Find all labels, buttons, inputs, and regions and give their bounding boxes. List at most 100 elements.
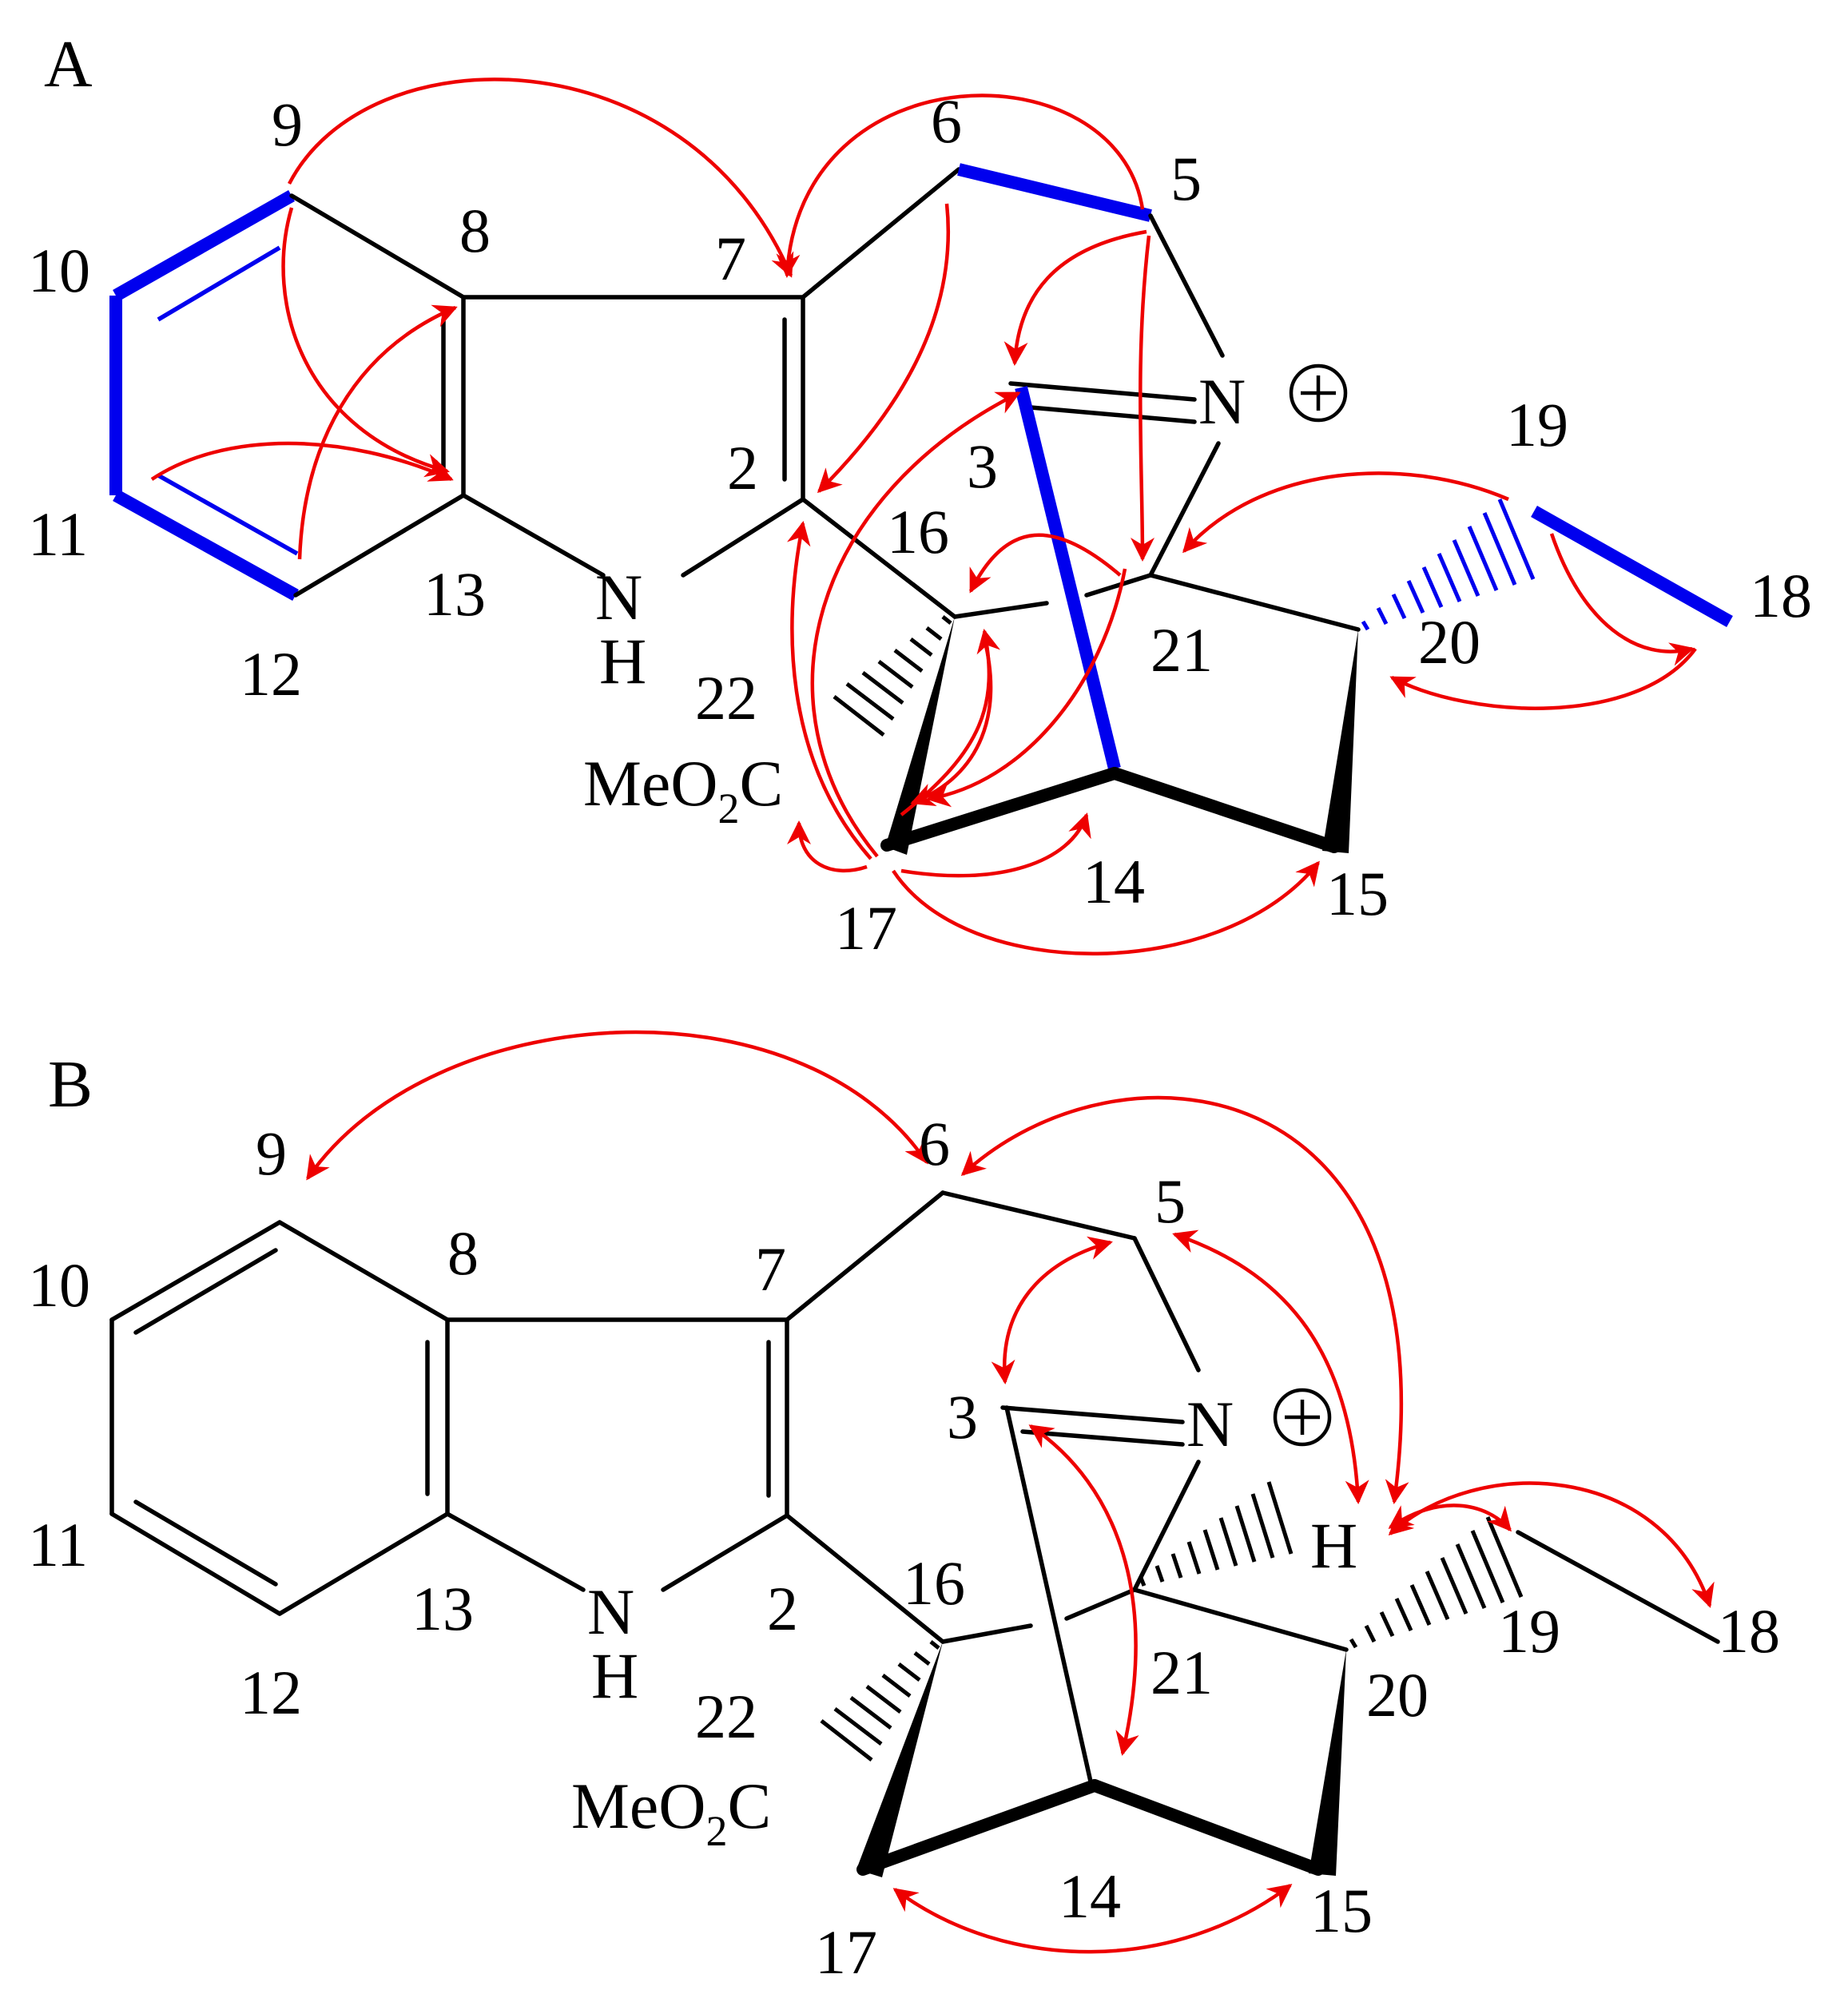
bond-16-21a [952,601,1049,619]
bond-b-3-n [1000,1405,1185,1424]
bond-b-7-6 [785,1190,945,1322]
bond-b-14-15 [1088,1779,1325,1876]
atom-number-b-2: 2 [767,1574,798,1643]
bond-3-14 [1015,386,1121,770]
wedge-16-17 [885,617,955,855]
plus-charge-a [1289,363,1348,423]
bond-6-5 [957,163,1152,222]
noesy-arrows-b [306,1030,1715,1954]
bond-b-11-12-inner [133,1499,278,1587]
atom-number-11: 11 [28,499,88,569]
atom-number-b-5: 5 [1155,1166,1186,1236]
hmbc-arrows-a [150,77,1697,955]
atom-number-20: 20 [1418,607,1480,677]
bond-17-14 [880,767,1121,852]
bond-b-3-14 [1004,1405,1093,1784]
panel-b: B 9 6 5 10 8 7 3 11 13 2 16 12 19 18 21 … [28,1030,1780,1987]
atom-number-b-21: 21 [1151,1638,1213,1707]
atom-number-5: 5 [1170,144,1202,213]
atom-number-18: 18 [1750,561,1812,630]
atom-number-b-9: 9 [256,1118,287,1188]
bond-11-12 [113,490,299,601]
wedge-b-16-17 [856,1642,943,1877]
atom-number-8: 8 [459,196,491,265]
bond-13-n [461,493,606,578]
atom-number-12: 12 [240,639,302,709]
bond-19-18 [1531,506,1733,627]
bond-16-21b [1084,573,1153,598]
bond-b-12-13 [277,1511,450,1616]
bond-n-21 [1148,441,1221,578]
bond-b-17-14 [856,1779,1101,1876]
atom-number-17: 17 [835,893,897,963]
atom-nitrogen-b: N [1186,1388,1234,1460]
atom-nh-h-b: H [591,1639,638,1712]
panel-label-b: B [48,1047,93,1122]
bond-9-10 [113,190,295,301]
atom-number-15: 15 [1326,859,1389,928]
bond-9-8 [289,193,466,300]
atom-number-b-8: 8 [447,1218,479,1288]
atom-number-22: 22 [695,663,757,733]
atom-number-b-6: 6 [919,1109,950,1178]
bond-b-n-2 [661,1513,789,1592]
atom-number-b-16: 16 [903,1548,965,1618]
atom-number-21: 21 [1151,615,1213,685]
atom-nh-h-a: H [599,625,646,697]
atom-nh-n-a: N [595,561,642,634]
bond-b-9-8 [277,1220,450,1322]
atom-number-6: 6 [931,86,962,156]
ring-inner-bond-a2 [157,473,299,556]
ester-group-b: MeO2C [571,1770,771,1855]
bond-5-n [1148,213,1225,358]
bond-12-13 [293,493,466,598]
bond-2-16 [801,497,957,619]
atom-number-b-20: 20 [1366,1660,1429,1730]
bond-b-5-n [1132,1236,1201,1372]
hash-b-16-22 [820,1640,940,1762]
atom-number-b-22: 22 [695,1682,757,1751]
bond-b-21-20 [1132,1587,1349,1652]
atom-nitrogen-a: N [1198,365,1246,438]
bond-b-6-5 [940,1190,1137,1241]
bond-b-13-n [445,1511,586,1592]
bond-b-9-10-inner [133,1248,278,1335]
atom-number-b-14: 14 [1059,1861,1121,1931]
atom-number-b-11: 11 [28,1510,88,1579]
atom-number-b-15: 15 [1310,1876,1373,1945]
bond-b-n-21 [1132,1460,1201,1592]
bond-b-16-21b [1064,1587,1137,1621]
atom-number-10: 10 [28,236,90,305]
atom-number-9: 9 [272,89,303,159]
atom-number-b-19: 19 [1498,1596,1560,1666]
atom-nh-n-b: N [587,1575,634,1648]
wedge-20-15 [1322,630,1358,853]
atom-number-b-7: 7 [755,1234,786,1304]
panel-label-a: A [44,27,93,101]
atom-h21-b: H [1310,1509,1357,1582]
atom-number-3: 3 [967,431,998,501]
panel-a: A 9 10 8 7 6 5 11 12 13 2 3 16 19 18 20 … [28,27,1812,963]
atom-number-b-3: 3 [947,1382,978,1452]
hash-b-20-19 [1349,1516,1524,1649]
atom-number-7: 7 [715,224,746,293]
ester-group-a: MeO2C [583,747,783,832]
bond-7-6 [801,167,961,300]
atom-number-b-13: 13 [411,1574,474,1643]
bond-b-2-16 [785,1513,945,1644]
ring-inner-bond-a1 [157,245,281,322]
atom-number-b-17: 17 [815,1917,877,1987]
bond-14-15 [1108,767,1341,853]
atom-number-b-18: 18 [1718,1596,1780,1666]
hash-20-19 [1361,499,1536,631]
atom-number-19: 19 [1506,390,1568,459]
bond-3-n-double [1028,405,1197,424]
wedge-b-20-15 [1309,1650,1346,1876]
atom-number-13: 13 [423,559,486,629]
atom-number-b-12: 12 [240,1658,302,1727]
bond-b-11-12 [109,1511,282,1616]
bond-n-2 [681,497,805,578]
atom-number-b-10: 10 [28,1250,90,1320]
